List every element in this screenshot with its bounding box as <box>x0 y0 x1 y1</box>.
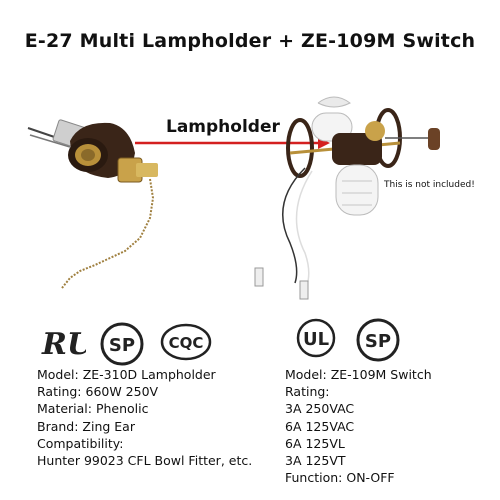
not-included-note: This is not included! <box>384 180 475 190</box>
svg-text:UL: UL <box>303 329 329 350</box>
spec-line: 6A 125VAC <box>285 418 355 434</box>
svg-text:SP: SP <box>365 331 391 352</box>
spec-line: 3A 125VT <box>285 453 346 469</box>
right-multi-lampholder-image <box>254 96 440 300</box>
arrow <box>135 137 330 149</box>
ur-recognized-logo: RU <box>41 327 86 362</box>
lampholder-specs: Model: ZE-310D Lampholder Rating: 660W 2… <box>37 366 252 469</box>
csa-logo-right: SP <box>356 318 400 362</box>
cqc-logo: CQC <box>160 323 212 361</box>
svg-text:RU: RU <box>41 327 86 362</box>
spec-line: Brand: Zing Ear <box>37 418 135 434</box>
product-photo <box>27 96 440 300</box>
svg-text:CQC: CQC <box>169 334 204 352</box>
ul-logo: UL <box>296 318 336 358</box>
spec-line: Material: Phenolic <box>37 401 149 417</box>
lampholder-label: Lampholder <box>166 117 280 137</box>
spec-line: Function: ON-OFF <box>285 470 395 486</box>
spec-line: Compatibility: <box>37 435 124 451</box>
left-lampholder-image <box>27 119 158 289</box>
spec-line: 6A 125VL <box>285 435 345 451</box>
spec-line: Hunter 99023 CFL Bowl Fitter, etc. <box>37 453 253 469</box>
spec-line: Model: ZE-310D Lampholder <box>37 367 216 382</box>
spec-line: Model: ZE-109M Switch <box>285 367 432 382</box>
svg-text:SP: SP <box>109 335 135 356</box>
spec-line: Rating: 660W 250V <box>37 384 159 400</box>
spec-line: Rating: <box>285 384 330 400</box>
switch-specs: Model: ZE-109M Switch Rating: 3A 250VAC … <box>285 366 432 486</box>
page-title: E-27 Multi Lampholder + ZE-109M Switch <box>24 30 476 52</box>
csa-logo-left: SP <box>100 322 144 366</box>
spec-line: 3A 250VAC <box>285 401 355 417</box>
